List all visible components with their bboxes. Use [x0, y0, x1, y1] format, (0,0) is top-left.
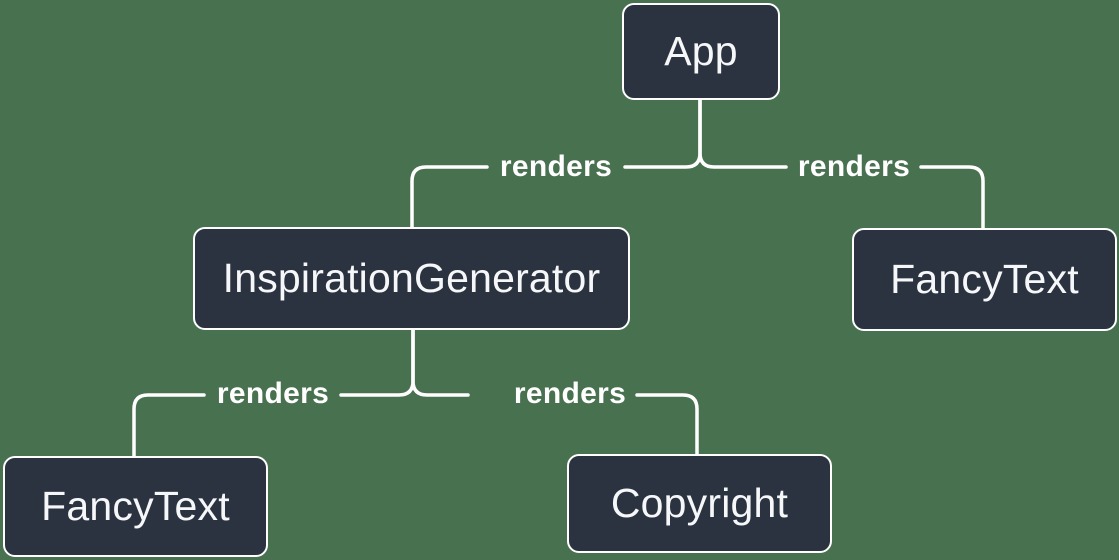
node-fancy-text-bottom: FancyText [3, 456, 268, 557]
connector-ig-fork-left [339, 328, 415, 397]
node-inspiration-generator-label: InspirationGenerator [222, 255, 601, 301]
node-inspiration-generator: InspirationGenerator [193, 227, 630, 330]
node-copyright-label: Copyright [610, 480, 789, 526]
edge-label-renders-app-ig: renders [499, 150, 613, 183]
node-fancy-text-top: FancyText [852, 228, 1117, 331]
node-copyright: Copyright [567, 454, 832, 553]
node-app-label: App [664, 28, 738, 74]
connector-elbow-inspiration-generator [410, 165, 489, 229]
edge-label-renders-ig-copyright: renders [513, 377, 627, 410]
connector-elbow-fancy-text-bottom [132, 393, 206, 458]
node-app: App [622, 3, 780, 100]
connector-app-fork-left [623, 98, 702, 169]
node-fancy-text-top-label: FancyText [890, 256, 1079, 302]
edge-label-renders-app-fancytext: renders [797, 150, 911, 183]
connector-app-fork-right [698, 98, 788, 169]
edge-label-renders-ig-fancytext: renders [216, 377, 330, 410]
connector-elbow-fancy-text-top [919, 165, 985, 230]
connector-elbow-copyright [635, 393, 699, 456]
connector-ig-fork-right [411, 328, 470, 397]
node-fancy-text-bottom-label: FancyText [41, 483, 230, 529]
